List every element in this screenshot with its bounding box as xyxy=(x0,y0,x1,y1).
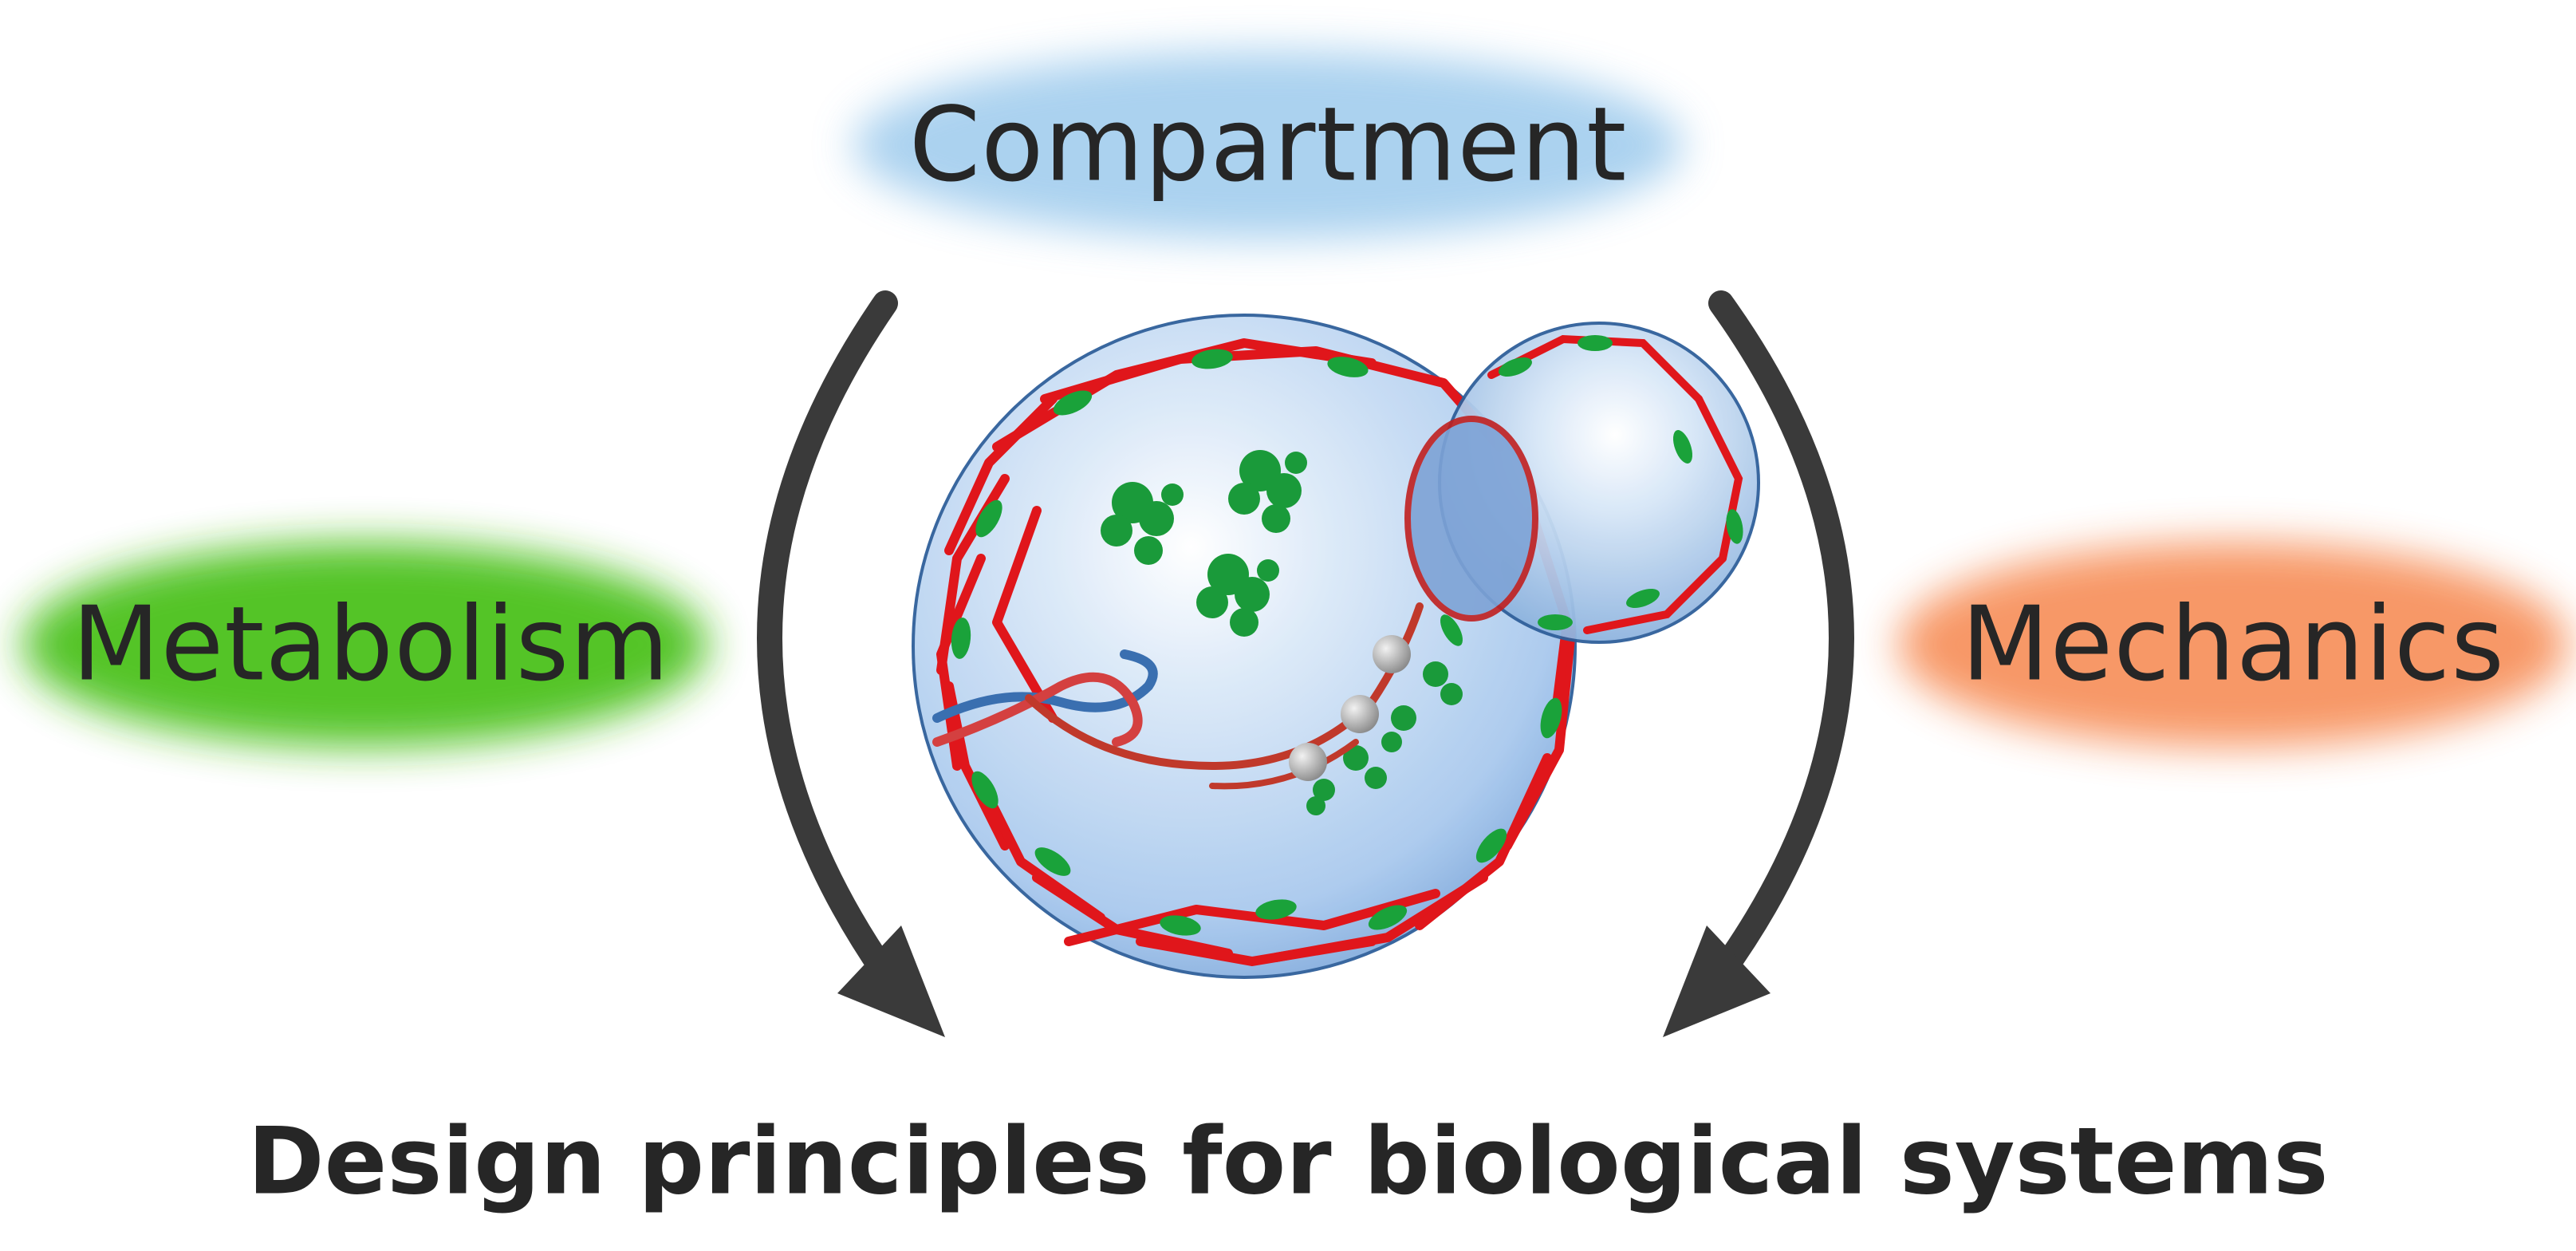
ribosome-icon xyxy=(1289,635,1411,781)
diagram-title: Design principles for biological systems xyxy=(247,1107,2329,1216)
myosin-motors xyxy=(951,349,1562,936)
metabolism-glow xyxy=(22,543,708,747)
compartment-glow xyxy=(853,51,1683,239)
metabolism-label: Metabolism xyxy=(72,585,670,704)
vesicle-icon xyxy=(1404,322,1760,644)
mechanics-label: Mechanics xyxy=(1961,585,2505,704)
mechanics-glow xyxy=(1898,543,2568,747)
arrow-icon xyxy=(1663,290,1854,1037)
arrow-icon xyxy=(757,290,945,1037)
protein-icon xyxy=(1101,450,1463,815)
compartment-label: Compartment xyxy=(908,85,1628,205)
